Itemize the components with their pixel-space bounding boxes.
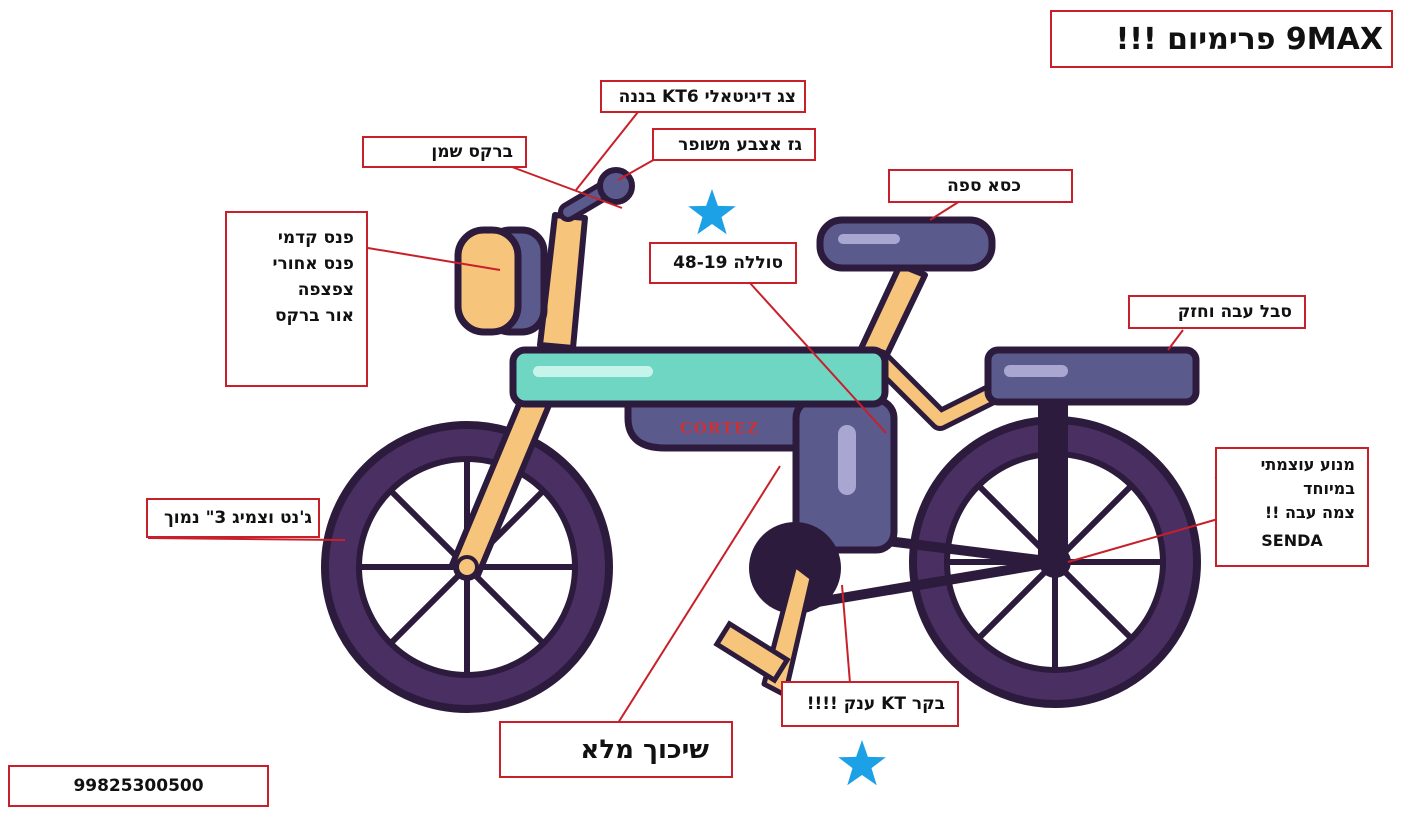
- label-seat: כסא ספה: [888, 169, 1073, 203]
- main-deck: [509, 346, 889, 408]
- headlight: [454, 226, 548, 336]
- phone-number: 99825300500: [73, 776, 204, 796]
- body-panel: [624, 391, 898, 554]
- label-battery: סוללה 48-19: [649, 242, 797, 284]
- label-wheels: ג'נט וצמיג 3" נמוך: [146, 498, 320, 538]
- title-box: 9MAX פרימיום !!!: [1050, 10, 1393, 68]
- star-icon: [838, 740, 886, 786]
- page-title: 9MAX פרימיום !!!: [1115, 21, 1383, 57]
- label-suspension: שיכוך מלא: [499, 721, 733, 778]
- label-controller: בקר KT ענק !!!!: [781, 681, 959, 727]
- label-brakes: ברקס שמן: [362, 136, 527, 168]
- seat: [816, 216, 996, 272]
- crank: [713, 522, 841, 698]
- handlebar: [537, 167, 635, 351]
- phone-box: 99825300500: [8, 765, 269, 807]
- label-lights: פנס קדמי פנס אחורי צפצפה אור ברקס: [225, 211, 368, 387]
- star-icon: [688, 189, 736, 235]
- callout-lines: [147, 111, 1219, 724]
- label-motor: מנוע עוצמתי במיוחד צמה עבה !! SENDA: [1215, 447, 1369, 567]
- brand-text: CORTEZ: [680, 418, 760, 437]
- label-display: צג דיגיטאלי KT6 בננה: [600, 80, 806, 113]
- label-rack: סבל עבה וחזק: [1128, 295, 1306, 329]
- rear-strut: [1038, 390, 1068, 562]
- rear-rack: [984, 346, 1200, 406]
- label-throttle: גז אצבע משופר: [652, 128, 816, 161]
